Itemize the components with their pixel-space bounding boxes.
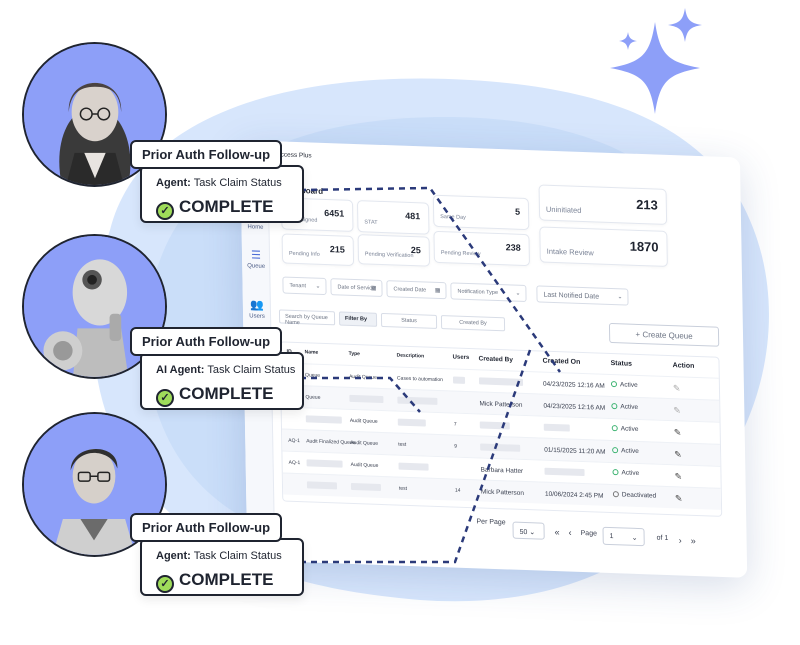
- task-card[interactable]: Agent: Task Claim Status ✓COMPLETE: [140, 538, 304, 596]
- created-date-field[interactable]: Created Date▦: [386, 280, 447, 300]
- edit-icon[interactable]: ✎: [672, 383, 681, 394]
- queue-table: ID Name Type Description Users Created B…: [279, 341, 723, 517]
- edit-icon[interactable]: ✎: [674, 449, 682, 460]
- next-page-icon[interactable]: ›: [678, 535, 682, 546]
- column-header-created-by: Created By: [478, 355, 514, 364]
- page-label: Page: [580, 529, 598, 538]
- column-header-type: Type: [348, 350, 361, 358]
- column-header-users: Users: [452, 354, 470, 362]
- status-badge: Active: [612, 447, 639, 455]
- per-page-select[interactable]: 50 ⌄: [512, 521, 545, 540]
- card-title: Prior Auth Follow-up: [130, 327, 283, 356]
- task-status: ✓COMPLETE: [156, 384, 273, 407]
- chevron-down-icon: ⌄: [529, 529, 536, 537]
- status-badge: Active: [611, 425, 639, 433]
- status-badge: Active: [612, 469, 639, 477]
- notification-type-select[interactable]: Notification Type⌄: [450, 282, 527, 303]
- chevron-down-icon: ⌄: [617, 294, 623, 301]
- status-badge: Active: [610, 380, 638, 389]
- queue-dashboard: ⌂ Home ☰ Queue 👥 Users Access Plus board…: [240, 140, 748, 578]
- task-card[interactable]: Agent: Task Claim Status ✓COMPLETE: [140, 165, 304, 223]
- queue-toolbar: Search by Queue Name Filter By Status Cr…: [278, 309, 720, 347]
- status-badge: Active: [611, 403, 638, 411]
- person-portrait: [24, 414, 165, 555]
- check-icon: ✓: [156, 389, 174, 407]
- column-header-description: Description: [396, 352, 425, 360]
- calendar-icon: ▦: [370, 285, 377, 292]
- agent-line: AI Agent: Task Claim Status: [156, 364, 296, 376]
- chevron-down-icon: ⌄: [631, 534, 638, 542]
- chevron-down-icon: ⌄: [315, 283, 321, 290]
- tenant-select[interactable]: Tenant⌄: [282, 276, 327, 296]
- nav-item-queue[interactable]: ☰ Queue: [244, 248, 268, 270]
- card-title: Prior Auth Follow-up: [130, 140, 283, 169]
- page-select[interactable]: 1 ⌄: [602, 526, 645, 547]
- page-count: of 1: [656, 534, 669, 543]
- last-notified-date-select[interactable]: Last Notified Date⌄: [536, 285, 629, 306]
- sparkle-icon: [610, 8, 702, 114]
- column-header-created-on: Created On: [542, 357, 581, 366]
- check-icon: ✓: [156, 575, 174, 593]
- agent-line: Agent: Task Claim Status: [156, 177, 282, 189]
- task-status: ✓COMPLETE: [156, 570, 273, 593]
- chevron-down-icon: ⌄: [515, 290, 521, 297]
- card-title: Prior Auth Follow-up: [130, 513, 283, 542]
- users-icon: 👥: [249, 299, 264, 312]
- create-queue-button[interactable]: + Create Queue: [608, 322, 720, 347]
- task-card[interactable]: AI Agent: Task Claim Status ✓COMPLETE: [140, 352, 304, 410]
- date-of-service-field[interactable]: Date of Service▦: [330, 278, 383, 298]
- last-page-icon[interactable]: »: [690, 535, 696, 546]
- pagination: Per Page 50 ⌄ « ‹ Page 1 ⌄ of 1 › »: [476, 518, 736, 557]
- queue-search-input[interactable]: Search by Queue Name: [278, 309, 336, 326]
- column-header-name: Name: [304, 349, 319, 356]
- created-by-filter[interactable]: Created By: [440, 315, 506, 332]
- list-icon: ☰: [250, 249, 262, 262]
- first-page-icon[interactable]: «: [554, 527, 560, 538]
- edit-icon[interactable]: ✎: [673, 405, 682, 416]
- nav-item-users[interactable]: 👥 Users: [245, 298, 269, 320]
- task-status: ✓COMPLETE: [156, 197, 273, 220]
- filter-by-button[interactable]: Filter By: [338, 311, 378, 327]
- prev-page-icon[interactable]: ‹: [568, 527, 572, 538]
- edit-icon[interactable]: ✎: [674, 471, 683, 482]
- calendar-icon: ▦: [434, 287, 441, 295]
- edit-icon[interactable]: ✎: [673, 427, 682, 438]
- per-page-label: Per Page: [476, 518, 506, 527]
- avatar-man: [22, 412, 167, 557]
- status-filter[interactable]: Status: [380, 312, 438, 329]
- column-header-status: Status: [610, 359, 633, 368]
- agent-line: Agent: Task Claim Status: [156, 550, 282, 562]
- check-icon: ✓: [156, 202, 174, 220]
- status-badge: Deactivated: [612, 491, 656, 500]
- edit-icon[interactable]: ✎: [674, 493, 683, 504]
- column-header-action: Action: [672, 362, 695, 370]
